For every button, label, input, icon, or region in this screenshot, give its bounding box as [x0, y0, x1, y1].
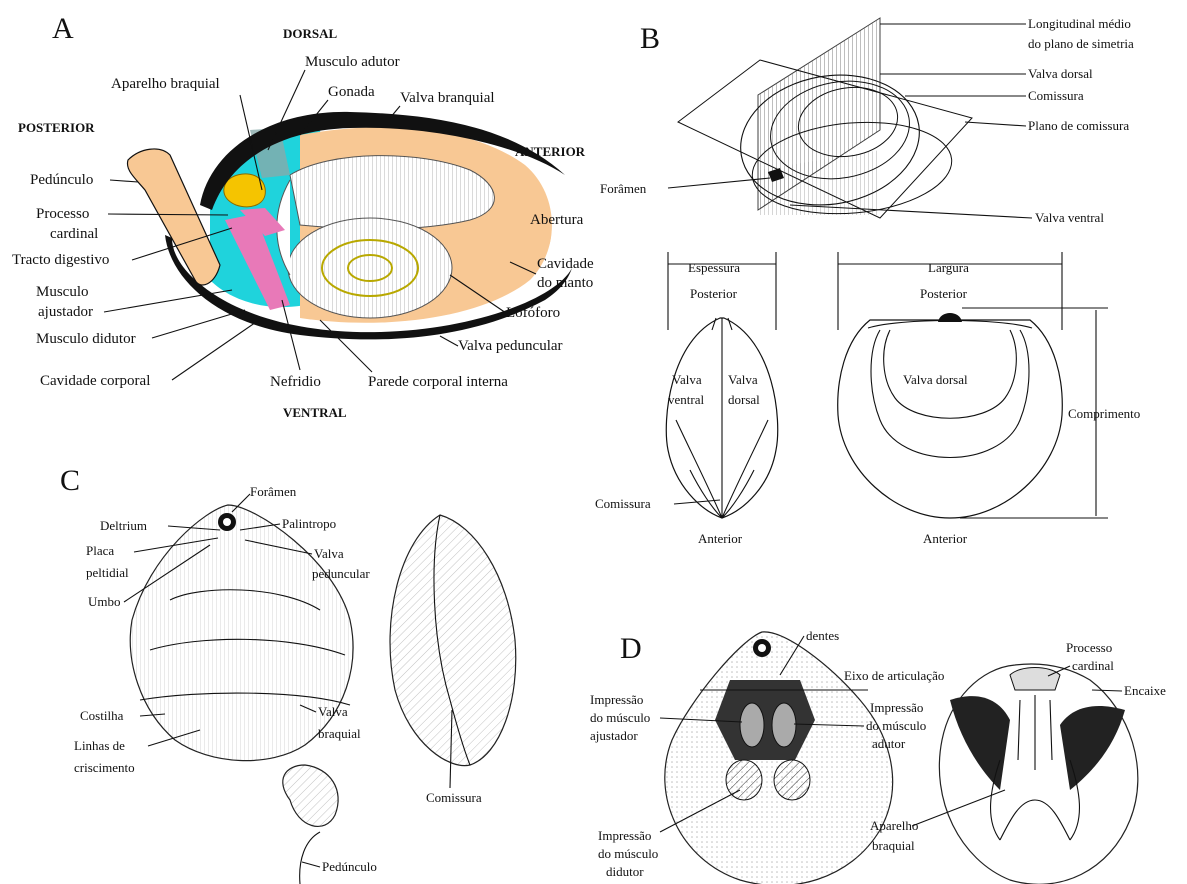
leader-line [282, 300, 300, 370]
label-imp-adutor-1: Impressão [870, 700, 923, 715]
label-costilha: Costilha [80, 708, 124, 723]
label-imp-adutor-2: do músculo [866, 718, 926, 733]
label-posterior-1: Posterior [690, 286, 738, 301]
panel-b: B Longitudinal médio do plano de simetri… [595, 16, 1140, 546]
label-abertura: Abertura [530, 212, 584, 228]
label-processo-d: Processo [1066, 640, 1112, 655]
label-plano-comissura: Plano de comissura [1028, 118, 1129, 133]
panel-letter-c: C [60, 464, 80, 497]
label-foramen-c: Forâmen [250, 484, 297, 499]
dorsal-valve-interior-drawing [939, 664, 1137, 884]
panel-a: A [12, 12, 594, 420]
label-imp-didutor-2: do músculo [598, 846, 658, 861]
label-braquial-d: braquial [872, 838, 915, 853]
label-cavidade-corporal: Cavidade corporal [40, 373, 150, 389]
label-cavidade: Cavidade [537, 256, 594, 272]
label-longitudinal-1: Longitudinal médio [1028, 16, 1131, 31]
label-peduncular-c: peduncular [312, 566, 370, 581]
label-nefridio: Nefridio [270, 374, 321, 390]
label-musculo-adutor: Musculo adutor [305, 54, 400, 70]
label-valva-branquial: Valva branquial [400, 90, 495, 106]
label-imp-ajustador-2: do músculo [590, 710, 650, 725]
label-processo: Processo [36, 206, 89, 222]
leader-line [674, 500, 720, 504]
label-largura: Largura [928, 260, 969, 275]
label-peduncle: Pedúnculo [30, 172, 93, 188]
leader-line [440, 336, 458, 346]
label-encaixe: Encaixe [1124, 683, 1166, 698]
posterior-label: POSTERIOR [18, 120, 95, 135]
label-braquial-c: braquial [318, 726, 361, 741]
label-foramen: Forâmen [600, 181, 647, 196]
label-umbo: Umbo [88, 594, 121, 609]
shell-dorsal-view-drawing [130, 505, 353, 761]
label-anterior-1: Anterior [698, 531, 743, 546]
label-valva-ventral: Valva ventral [1035, 210, 1104, 225]
label-valva-right: Valva [728, 372, 758, 387]
panel-letter-d: D [620, 632, 642, 665]
label-valva-peduncular: Valva peduncular [458, 338, 563, 354]
label-imp-didutor-3: didutor [606, 864, 644, 879]
label-imp-ajustador-1: Impressão [590, 692, 643, 707]
leader-line [965, 122, 1026, 126]
label-valva-dorsal-2: Valva dorsal [903, 372, 968, 387]
label-lofoforo: Lofóforo [506, 305, 560, 321]
label-do-manto: do manto [537, 275, 593, 291]
label-comissura: Comissura [1028, 88, 1084, 103]
shell-side-view-drawing [390, 515, 516, 766]
label-cardinal-d: cardinal [1072, 658, 1114, 673]
label-aparelho-d: Aparelho [870, 818, 918, 833]
symmetry-planes-drawing [678, 18, 972, 222]
label-comissura-2: Comissura [595, 496, 651, 511]
label-valva-dorsal: Valva dorsal [1028, 66, 1093, 81]
label-anterior-2: Anterior [923, 531, 968, 546]
label-cardinal: cardinal [50, 226, 98, 242]
label-placa: Placa [86, 543, 114, 558]
label-longitudinal-2: do plano de simetria [1028, 36, 1134, 51]
label-dorsal-right: dorsal [728, 392, 760, 407]
leader-line [152, 310, 245, 338]
leader-line [320, 320, 372, 372]
panel-letter-b: B [640, 22, 660, 55]
leader-line [302, 862, 320, 867]
label-comprimento: Comprimento [1068, 406, 1140, 421]
label-linhas: Linhas de [74, 738, 125, 753]
label-aparelho-braquial: Aparelho braquial [111, 76, 220, 92]
label-parede: Parede corporal interna [368, 374, 508, 390]
label-ajustador: ajustador [38, 304, 93, 320]
panel-letter-a: A [52, 12, 74, 45]
label-musculo: Musculo [36, 284, 89, 300]
label-posterior-2: Posterior [920, 286, 968, 301]
label-espessura: Espessura [688, 260, 740, 275]
label-peltidial: peltidial [86, 565, 129, 580]
label-musculo-didutor: Musculo didutor [36, 331, 136, 347]
label-gonada: Gonada [328, 84, 375, 100]
label-comissura-c: Comissura [426, 790, 482, 805]
label-tracto-digestivo: Tracto digestivo [12, 252, 109, 268]
label-peduncle-c: Pedúnculo [322, 859, 377, 874]
label-dentes: dentes [806, 628, 839, 643]
label-deltrium: Deltrium [100, 518, 147, 533]
anterior-label: ANTERIOR [515, 144, 586, 159]
label-imp-didutor-1: Impressão [598, 828, 651, 843]
leader-line [110, 180, 138, 182]
dorsal-label: DORSAL [283, 26, 338, 41]
label-valva-c: Valva [314, 546, 344, 561]
label-imp-ajustador-3: ajustador [590, 728, 638, 743]
label-valva-left: Valva [672, 372, 702, 387]
ventral-label: VENTRAL [283, 405, 347, 420]
label-ventral-left: ventral [668, 392, 704, 407]
panel-c: C Forâmen Deltrium Palintropo Placa pelt… [60, 464, 516, 884]
leader-line [668, 178, 770, 188]
label-imp-adutor-3: adutor [872, 736, 906, 751]
panel-d: D dentes Eixo de articulação Impressão [590, 628, 1166, 884]
leader-line [172, 318, 262, 380]
label-palintropo: Palintropo [282, 516, 336, 531]
top-view-drawing [838, 252, 1108, 518]
label-valva-b: Valva [318, 704, 348, 719]
label-crescimento: criscimento [74, 760, 135, 775]
label-eixo: Eixo de articulação [844, 668, 944, 683]
